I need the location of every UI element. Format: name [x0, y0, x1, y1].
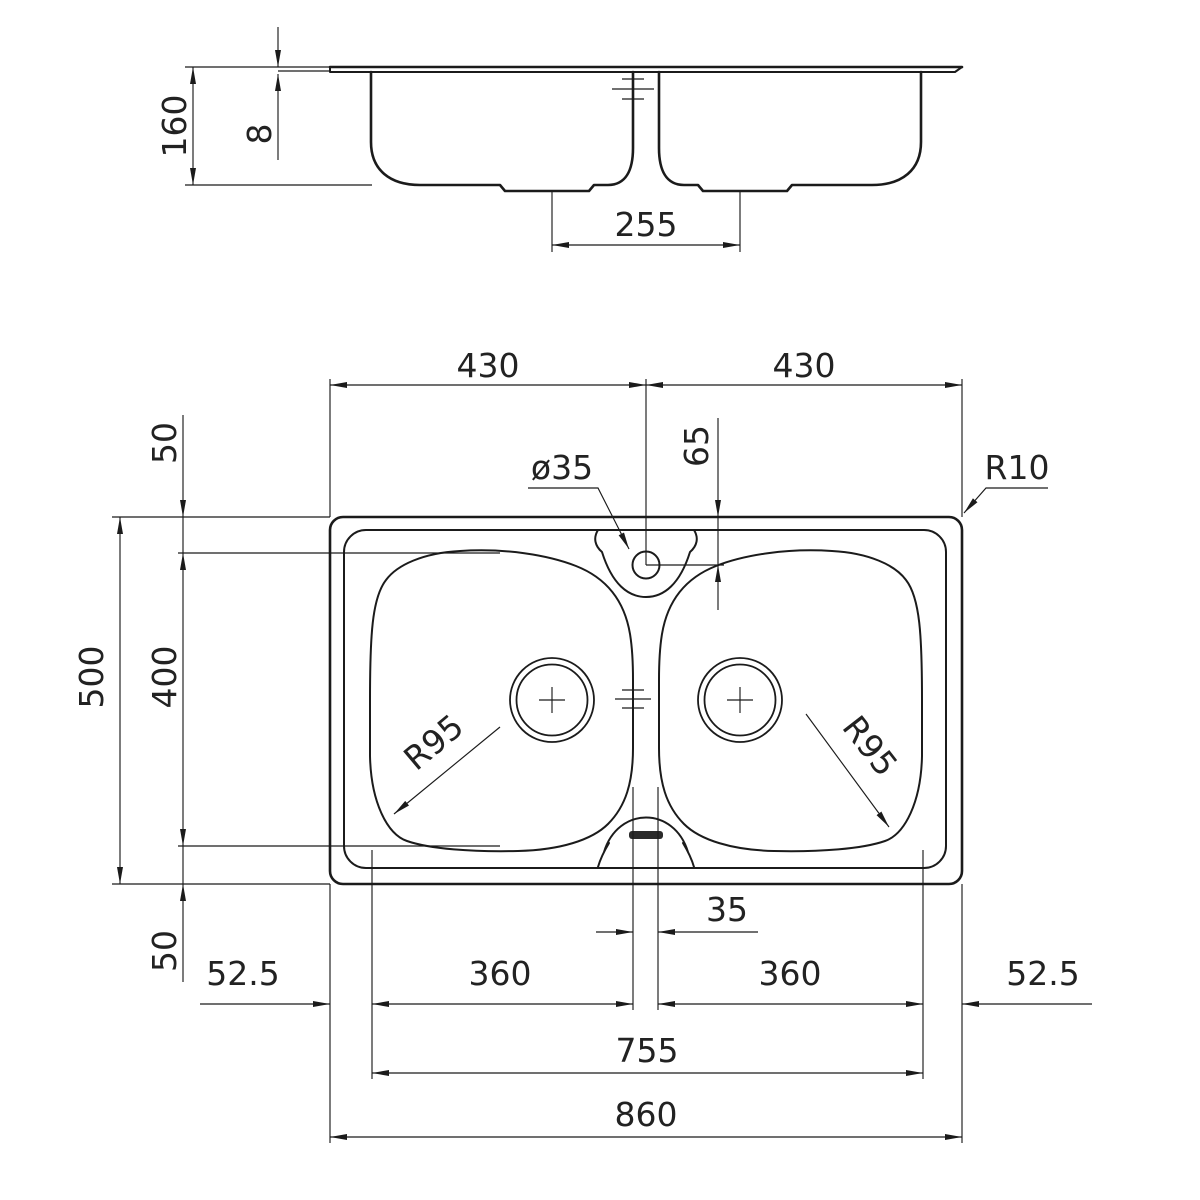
drain-left [509, 657, 595, 743]
dim-drain-spacing: 255 [551, 191, 741, 252]
bottom-scallop [597, 816, 695, 868]
dim-bowl-width-right-label: 360 [759, 954, 822, 993]
dim-rim-bottom-margin: 50 [145, 884, 186, 982]
bowl-right-outline [658, 549, 923, 853]
callout-bowl-radius-left: R95 [393, 706, 501, 815]
dim-drain-spacing-label: 255 [615, 205, 678, 244]
callout-corner-radius-label: R10 [985, 448, 1050, 487]
dim-hole-offset: 65 [677, 418, 721, 610]
dim-overall-depth-label: 500 [72, 646, 111, 709]
dim-bowl-width-left: 360 [372, 954, 633, 1007]
dim-overall-depth: 500 [72, 517, 123, 884]
plan-centerline-mark-icon [615, 689, 651, 709]
faucet-platform-scallop [594, 529, 698, 598]
dim-half-width-left: 430 [330, 346, 646, 388]
callout-bowl-radius-right: R95 [805, 708, 906, 828]
dim-side-margin-right: 52.5 [962, 954, 1092, 1007]
callout-hole-diameter-label: ø35 [531, 448, 593, 487]
dim-rim-top-margin-label: 50 [145, 422, 184, 464]
dim-half-width-right: 430 [646, 346, 962, 388]
section-view: 160 8 255 [155, 27, 964, 252]
centerline-mark-icon [612, 78, 654, 100]
dim-half-width-right-label: 430 [773, 346, 836, 385]
drain-right-cross-icon [727, 687, 753, 713]
brand-stamp [629, 831, 663, 839]
dim-section-depth: 160 [155, 67, 196, 185]
drain-left-cross-icon [539, 687, 565, 713]
dim-bowl-width-left-label: 360 [469, 954, 532, 993]
dim-rim-top-margin: 50 [145, 415, 186, 517]
dim-overall-width: 860 [330, 1095, 962, 1140]
section-bowl-left [369, 70, 635, 193]
dim-bowls-outer-span-label: 755 [616, 1031, 679, 1070]
plan-view: 430 430 50 65 ø35 R10 500 [72, 346, 1092, 1143]
dim-half-width-left-label: 430 [457, 346, 520, 385]
callout-corner-radius: R10 [963, 448, 1050, 514]
rim-inner-outline [343, 529, 947, 869]
sink-outline [328, 515, 964, 886]
dim-side-margin-left: 52.5 [200, 954, 330, 1007]
section-bowl-right [657, 70, 923, 193]
dim-hole-offset-label: 65 [677, 425, 716, 467]
dim-overall-width-label: 860 [615, 1095, 678, 1134]
dim-divider-width: 35 [596, 890, 758, 935]
dim-bowl-length-label: 400 [145, 646, 184, 709]
dim-rim-height-label: 8 [240, 124, 279, 145]
dim-section-depth-label: 160 [155, 95, 194, 158]
dim-rim-height: 8 [240, 27, 281, 160]
dim-divider-width-label: 35 [706, 890, 748, 929]
extension-lines [112, 379, 963, 1143]
drain-right [697, 657, 783, 743]
callout-hole-diameter: ø35 [528, 448, 630, 550]
dim-rim-bottom-margin-label: 50 [145, 930, 184, 972]
callout-bowl-radius-right-label: R95 [835, 708, 906, 783]
callout-bowl-radius-left-label: R95 [396, 706, 471, 778]
dim-side-margin-left-label: 52.5 [206, 954, 279, 993]
dim-bowl-length: 400 [145, 553, 186, 846]
dim-bowls-outer-span: 755 [372, 1031, 923, 1076]
rim-underside-line [329, 66, 963, 73]
bowl-left-outline [369, 549, 634, 853]
dim-bowl-width-right: 360 [658, 954, 923, 1007]
dim-side-margin-right-label: 52.5 [1006, 954, 1079, 993]
